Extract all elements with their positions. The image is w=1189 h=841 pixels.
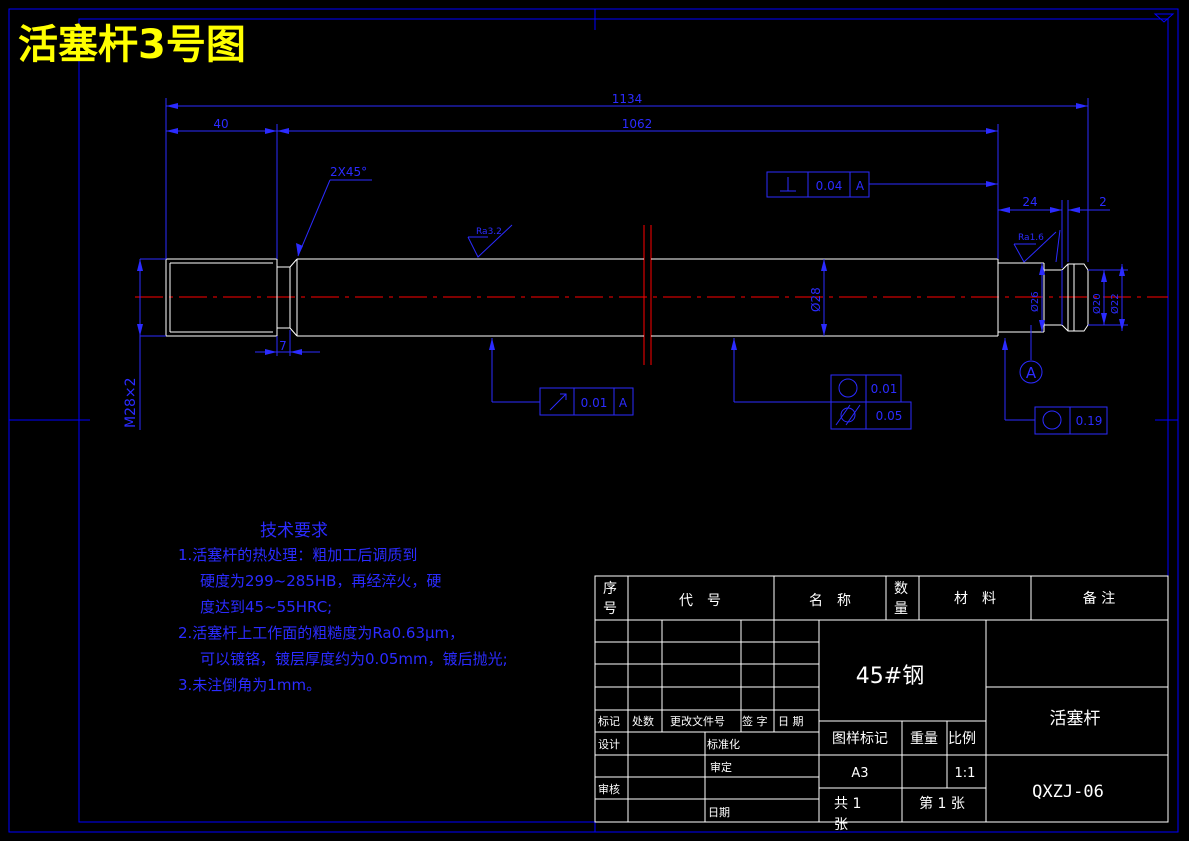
tb-weight: 重量 xyxy=(910,731,938,747)
tb-total-2: 张 xyxy=(834,817,848,833)
roughness-symbol-main xyxy=(467,224,513,258)
datum-circle xyxy=(1019,360,1043,384)
roundness-icon xyxy=(838,378,858,398)
dimension-arrows xyxy=(137,103,1125,355)
dim-overall: 1134 xyxy=(612,92,643,106)
tb-scale-head: 比例 xyxy=(948,731,976,747)
tb-seq-1: 序 xyxy=(603,581,617,597)
tech-line-6: 3.未注倒角为1mm。 xyxy=(178,676,321,694)
tolerance-values: 0.04 A 0.01 A 0.01 0.05 0.19 xyxy=(581,179,1103,428)
technical-requirements: 技术要求 1.活塞杆的热处理：粗加工后调质到 硬度为299~285HB，再经淬火… xyxy=(178,521,508,694)
orientation-mark xyxy=(1153,13,1175,23)
tech-line-3: 度达到45~55HRC; xyxy=(200,598,332,616)
tech-line-5: 可以镀铬，镀层厚度约为0.05mm，镀后抛光; xyxy=(200,650,508,668)
threaded-end xyxy=(165,258,278,337)
inner-frame xyxy=(78,18,1169,823)
tech-line-2: 硬度为299~285HB，再经淬火，硬 xyxy=(200,572,441,590)
dim-dia-groove: Ø26 xyxy=(1029,291,1041,312)
tb-check: 审核 xyxy=(598,782,620,796)
tb-rev-doc: 更改文件号 xyxy=(670,714,725,728)
outer-frame xyxy=(8,8,1179,833)
roughness-symbol-right xyxy=(1013,231,1057,263)
cylindricity-value: 0.05 xyxy=(876,409,903,423)
dim-shoulder: 24 xyxy=(1022,195,1037,209)
tb-total-1: 共 1 xyxy=(834,796,861,812)
tb-rev-mark: 标记 xyxy=(598,714,620,728)
tb-rev-sign: 签 字 xyxy=(742,714,768,728)
perp-value: 0.04 xyxy=(816,179,843,193)
perpendicularity-icon xyxy=(780,177,796,192)
runout-value: 0.01 xyxy=(581,396,608,410)
tb-seq-2: 号 xyxy=(603,601,617,617)
tb-drawing-no: QXZJ-06 xyxy=(1032,782,1104,802)
drawing-title: 活塞杆3号图 xyxy=(18,22,246,68)
tb-std: 标准化 xyxy=(707,737,740,751)
tb-sheet: 第 1 张 xyxy=(919,795,965,812)
runout-icon xyxy=(549,393,567,411)
cylindricity-frame xyxy=(830,401,912,430)
title-block-grid xyxy=(594,575,1169,823)
tb-material: 45#钢 xyxy=(856,664,924,689)
title-block-text: 序 号 代 号 名 称 数 量 材 料 备 注 45#钢 活塞杆 标记 处数 更… xyxy=(598,581,1115,833)
dim-thread-length: 40 xyxy=(213,117,228,131)
roundness2-icon xyxy=(1042,410,1062,430)
tb-scale: 1:1 xyxy=(955,766,976,781)
dim-chamfer: 2X45° xyxy=(330,165,367,179)
runout-frame xyxy=(539,387,634,416)
tb-size: A3 xyxy=(851,766,868,781)
tb-qty-1: 数 xyxy=(894,581,908,597)
roundness-value: 0.01 xyxy=(871,382,898,396)
roundness2-value: 0.19 xyxy=(1076,414,1103,428)
perp-datum: A xyxy=(856,179,865,193)
roughness-right: Ra1.6 xyxy=(1018,233,1044,243)
tech-line-1: 1.活塞杆的热处理：粗加工后调质到 xyxy=(178,546,417,564)
tb-design: 设计 xyxy=(598,738,620,751)
chamfer-leader xyxy=(297,179,331,257)
perp-frame xyxy=(766,171,870,198)
dim-body-length: 1062 xyxy=(622,117,653,131)
tech-heading: 技术要求 xyxy=(260,521,328,541)
tb-part-name: 活塞杆 xyxy=(1050,709,1101,729)
tolerance-frames xyxy=(539,171,1108,435)
dim-dia-main: Ø28 xyxy=(809,287,823,312)
tb-date: 日期 xyxy=(708,806,730,819)
roughness-main: Ra3.2 xyxy=(476,227,502,237)
tech-line-4: 2.活塞杆上工作面的粗糙度为Ra0.63μm， xyxy=(178,624,464,642)
dim-groove: 7 xyxy=(279,339,287,353)
dim-dia-end: Ø22 xyxy=(1109,293,1121,314)
runout-datum: A xyxy=(619,396,628,410)
tb-note: 备 注 xyxy=(1083,590,1115,607)
dimension-lines xyxy=(139,98,1128,430)
tb-rev-date: 日 期 xyxy=(778,715,804,728)
dim-end: 2 xyxy=(1099,195,1107,209)
tb-name: 名 称 xyxy=(809,593,851,609)
dimension-text: 1134 40 1062 24 2 2X45° 7 Ø28 Ø26 Ø20 Ø2… xyxy=(123,92,1121,428)
dim-dia-small: Ø20 xyxy=(1091,293,1103,314)
tb-review: 审定 xyxy=(710,760,732,774)
tb-code: 代 号 xyxy=(679,593,721,609)
roundness2-frame xyxy=(1034,406,1108,435)
tb-qty-2: 量 xyxy=(894,601,908,617)
datum-label: A xyxy=(1026,364,1037,382)
dim-thread: M28×2 xyxy=(123,377,139,428)
tb-stage: 图样标记 xyxy=(832,731,888,747)
tb-rev-count: 处数 xyxy=(632,715,654,728)
tb-material-head: 材 料 xyxy=(954,591,996,607)
